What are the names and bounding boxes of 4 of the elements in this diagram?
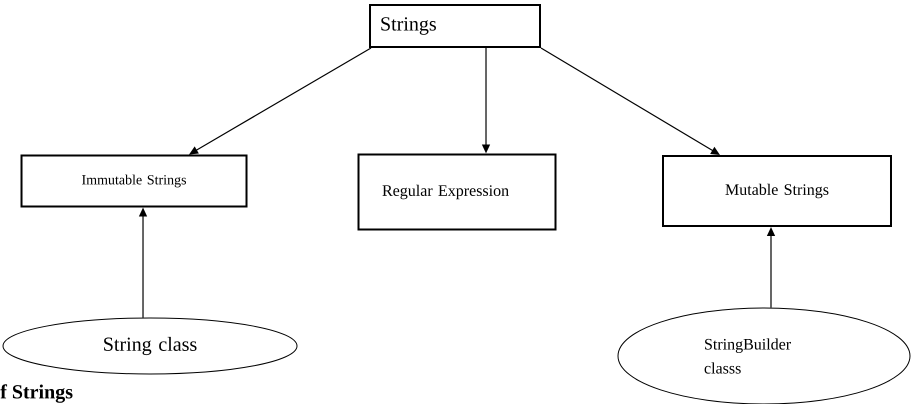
process-box: Immutable Strings bbox=[20, 154, 248, 208]
process-box: Strings bbox=[369, 4, 541, 48]
process-box: Regular Expression bbox=[358, 154, 556, 230]
process-box: Mutable Strings bbox=[662, 155, 892, 227]
